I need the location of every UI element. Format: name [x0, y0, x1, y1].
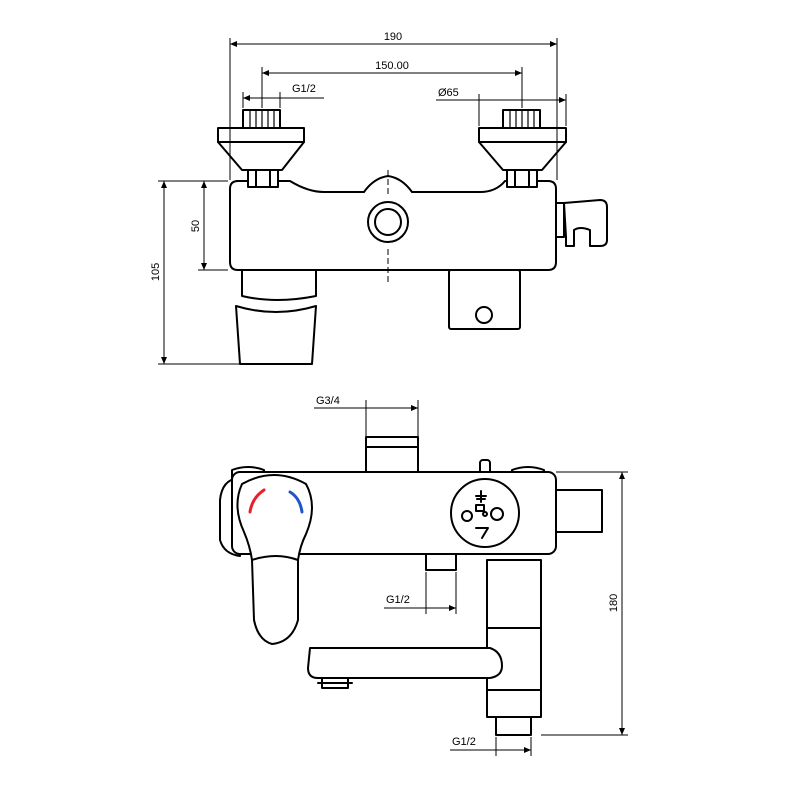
dim-label-body-height: 50 [190, 220, 202, 232]
dim-label-overall-width: 190 [384, 31, 402, 43]
hot-indicator [248, 488, 266, 514]
front-view: G3/4 G1/2 G1/2 180 [219, 395, 628, 756]
lever-handle-top [235, 269, 317, 365]
right-side-outlet [555, 489, 603, 533]
dim-label-side-height: 180 [608, 594, 620, 612]
lever-handle[interactable] [236, 474, 313, 645]
dim-label-inlet-spacing: 150.00 [375, 60, 409, 72]
lower-connector [425, 553, 457, 571]
dim-label-outlet-thread: G3/4 [316, 395, 340, 407]
cold-indicator [288, 490, 304, 514]
thermostat-dial [450, 478, 520, 548]
left-eccentric-connector [217, 109, 305, 188]
shower-holder [555, 199, 608, 247]
top-view: 190 150.00 G1/2 Ø65 50 105 [150, 31, 608, 365]
dim-label-eccentric-diameter: Ø65 [438, 87, 459, 99]
right-eccentric-connector [478, 109, 567, 188]
center-outlet-circle [367, 170, 409, 282]
diverter-column [486, 559, 542, 736]
dim-label-spout-thread: G1/2 [452, 736, 476, 748]
dim-label-total-height: 105 [150, 263, 162, 281]
dim-label-lower-thread: G1/2 [386, 594, 410, 606]
bath-spout [307, 647, 503, 689]
top-outlet-stub [365, 436, 419, 474]
dim-label-inlet-thread: G1/2 [292, 83, 316, 95]
thermostat-knob-top [448, 269, 521, 330]
